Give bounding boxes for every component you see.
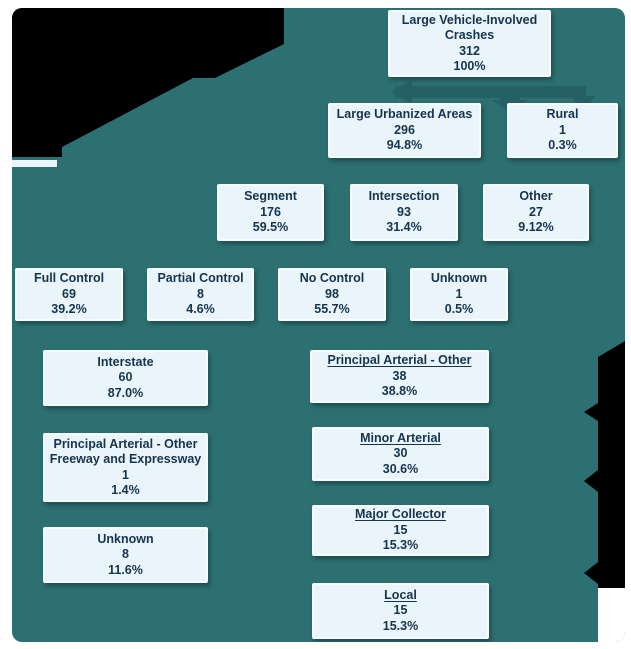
node-large-urbanized-areas: Large Urbanized Areas 296 94.8% xyxy=(328,103,481,158)
node-interstate: Interstate 60 87.0% xyxy=(43,350,208,406)
node-title: No Control xyxy=(299,271,365,286)
node-title: Full Control xyxy=(33,271,105,286)
node-rural: Rural 1 0.3% xyxy=(507,103,618,158)
node-count: 8 xyxy=(122,547,129,562)
node-percent: 0.3% xyxy=(548,138,577,153)
node-percent: 59.5% xyxy=(252,220,289,235)
node-percent: 38.8% xyxy=(381,384,418,399)
node-count: 176 xyxy=(260,204,281,219)
node-full-control: Full Control 69 39.2% xyxy=(15,268,123,321)
node-percent: 31.4% xyxy=(386,220,422,235)
node-title: Major Collector xyxy=(355,507,446,522)
node-unknown-class: Unknown 8 11.6% xyxy=(43,527,208,583)
node-principal-arterial-other: Principal Arterial - Other 38 38.8% xyxy=(310,350,489,403)
node-percent: 15.3% xyxy=(382,538,419,553)
node-count: 1 xyxy=(122,467,129,482)
node-count: 1 xyxy=(559,122,566,137)
node-title: Interstate xyxy=(97,354,154,369)
node-percent: 30.6% xyxy=(382,461,419,476)
node-no-control: No Control 98 55.7% xyxy=(278,268,386,321)
node-percent: 9.12% xyxy=(518,220,554,235)
node-title: Unknown xyxy=(97,531,154,546)
node-title: Local xyxy=(384,587,417,602)
node-title: Partial Control xyxy=(157,271,244,286)
node-title: Minor Arterial xyxy=(360,430,441,445)
node-title: Other xyxy=(519,189,553,204)
node-percent: 11.6% xyxy=(108,562,143,577)
node-unknown-control: Unknown 1 0.5% xyxy=(410,268,508,321)
node-count: 312 xyxy=(459,43,480,58)
node-count: 8 xyxy=(197,286,204,301)
node-count: 1 xyxy=(455,286,463,301)
node-local: Local 15 15.3% xyxy=(312,583,489,639)
white-cutout-bottom-right xyxy=(598,588,625,642)
node-intersection: Intersection 93 31.4% xyxy=(350,184,458,241)
node-count: 98 xyxy=(325,286,339,301)
black-mask-right-band xyxy=(584,341,625,588)
node-percent: 0.5% xyxy=(444,302,474,317)
node-major-collector: Major Collector 15 15.3% xyxy=(312,505,489,556)
black-mask-top-left xyxy=(12,8,284,157)
node-title: Rural xyxy=(546,107,579,122)
hidden-box-sliver xyxy=(12,160,57,167)
node-percent: 100% xyxy=(453,59,486,73)
arrow-shaft xyxy=(395,86,570,98)
node-principal-arterial-freeway: Principal Arterial - Other Freeway and E… xyxy=(43,433,208,502)
arrow-right-stub xyxy=(566,86,586,98)
node-count: 296 xyxy=(394,122,415,137)
node-percent: 55.7% xyxy=(314,302,350,317)
node-title: Unknown xyxy=(430,271,488,286)
flowchart-overlay xyxy=(12,8,625,642)
arrow-center-stub xyxy=(500,86,520,100)
node-count: 93 xyxy=(397,204,411,219)
node-minor-arterial: Minor Arterial 30 30.6% xyxy=(312,427,489,481)
node-count: 30 xyxy=(393,446,408,461)
node-title: Intersection xyxy=(368,189,440,204)
node-count: 60 xyxy=(118,370,133,385)
node-count: 69 xyxy=(62,286,76,301)
node-title: Segment xyxy=(244,189,297,204)
node-title: Principal Arterial - Other Freeway and E… xyxy=(49,436,202,467)
node-percent: 87.0% xyxy=(107,385,144,400)
node-count: 27 xyxy=(529,204,543,219)
node-percent: 15.3% xyxy=(382,618,419,633)
node-count: 38 xyxy=(392,368,407,383)
node-large-vehicle-crashes: Large Vehicle-Involved Crashes 312 100% xyxy=(388,10,551,77)
node-count: 15 xyxy=(393,603,408,618)
node-title: Principal Arterial - Other xyxy=(327,353,472,368)
node-title: Large Vehicle-Involved Crashes xyxy=(401,12,538,43)
node-percent: 94.8% xyxy=(386,138,423,153)
node-segment: Segment 176 59.5% xyxy=(217,184,324,241)
node-other: Other 27 9.12% xyxy=(483,184,589,241)
arrow-left-head-icon xyxy=(391,80,412,104)
node-percent: 39.2% xyxy=(51,302,87,317)
node-percent: 1.4% xyxy=(111,483,140,497)
node-title: Large Urbanized Areas xyxy=(336,107,473,122)
node-percent: 4.6% xyxy=(186,302,215,317)
flowchart-canvas: Large Vehicle-Involved Crashes 312 100% … xyxy=(12,8,625,642)
node-partial-control: Partial Control 8 4.6% xyxy=(147,268,254,321)
node-count: 15 xyxy=(393,522,408,537)
